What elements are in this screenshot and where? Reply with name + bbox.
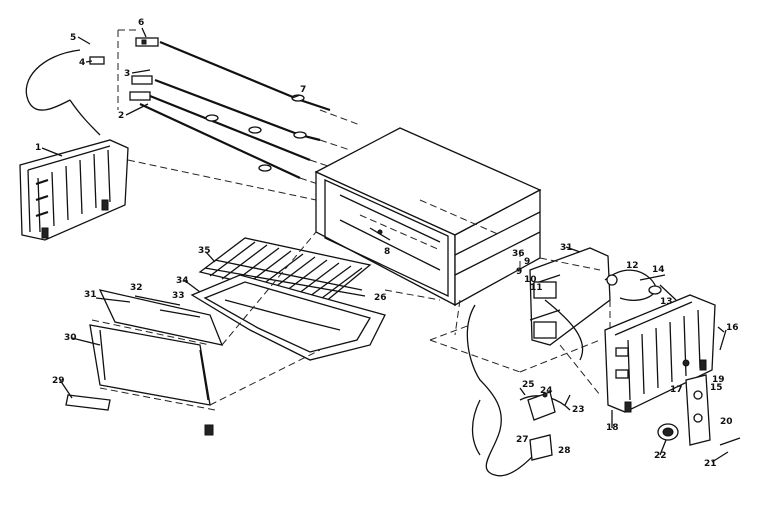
callout-28: 28 — [558, 446, 571, 456]
callout-9: 9 — [516, 267, 522, 277]
callout-8: 8 — [384, 247, 390, 257]
callout-31-right: 31 — [560, 243, 573, 253]
heating-elements — [139, 40, 361, 189]
callout-31-left: 31 — [84, 290, 97, 300]
callout-6: 6 — [138, 18, 144, 28]
callout-13: 13 — [660, 297, 673, 307]
callout-9-second: 9 — [524, 257, 530, 267]
control-knob-assembly — [657, 329, 741, 446]
callout-11: 11 — [530, 283, 543, 293]
callout-35: 35 — [198, 246, 211, 256]
callout-16: 16 — [726, 323, 739, 333]
cord-loop — [25, 49, 101, 136]
control-bracket — [529, 247, 611, 346]
callout-17: 17 — [670, 385, 683, 395]
callout-27: 27 — [516, 435, 529, 445]
oven-cabinet — [314, 127, 542, 307]
callout-21: 21 — [704, 459, 717, 469]
callout-5: 5 — [70, 33, 76, 43]
wiring-harness — [466, 269, 677, 477]
callout-3: 3 — [124, 69, 130, 79]
callout-29: 29 — [52, 376, 65, 386]
terminal-connectors — [89, 29, 159, 110]
callout-33: 33 — [172, 291, 185, 301]
callout-30: 30 — [64, 333, 77, 343]
part-callouts: 1 2 3 4 5 6 7 8 9 10 11 12 13 14 15 16 1… — [35, 18, 739, 469]
right-end-panel — [604, 294, 716, 413]
callout-19: 19 — [712, 375, 725, 385]
broil-pan — [190, 274, 441, 361]
callout-36: 36 — [512, 249, 525, 259]
left-end-panel — [19, 139, 129, 241]
explosion-guide-lines — [127, 159, 611, 406]
callout-22: 22 — [654, 451, 667, 461]
leader-lines — [41, 27, 729, 463]
callout-23: 23 — [572, 405, 585, 415]
callout-34: 34 — [176, 276, 189, 286]
callout-20: 20 — [720, 417, 733, 427]
callout-12: 12 — [626, 261, 639, 271]
callout-7: 7 — [300, 85, 306, 95]
callout-14: 14 — [652, 265, 665, 275]
callout-15: 15 — [710, 383, 723, 393]
switch-parts — [519, 387, 571, 461]
callout-25: 25 — [522, 380, 535, 390]
callout-4: 4 — [79, 58, 85, 68]
door-assembly — [65, 289, 224, 436]
callout-2: 2 — [118, 111, 124, 121]
callout-1: 1 — [35, 143, 41, 153]
callout-32: 32 — [130, 283, 143, 293]
callout-26: 26 — [374, 293, 387, 303]
callout-10: 10 — [524, 275, 537, 285]
callout-24: 24 — [540, 386, 553, 396]
